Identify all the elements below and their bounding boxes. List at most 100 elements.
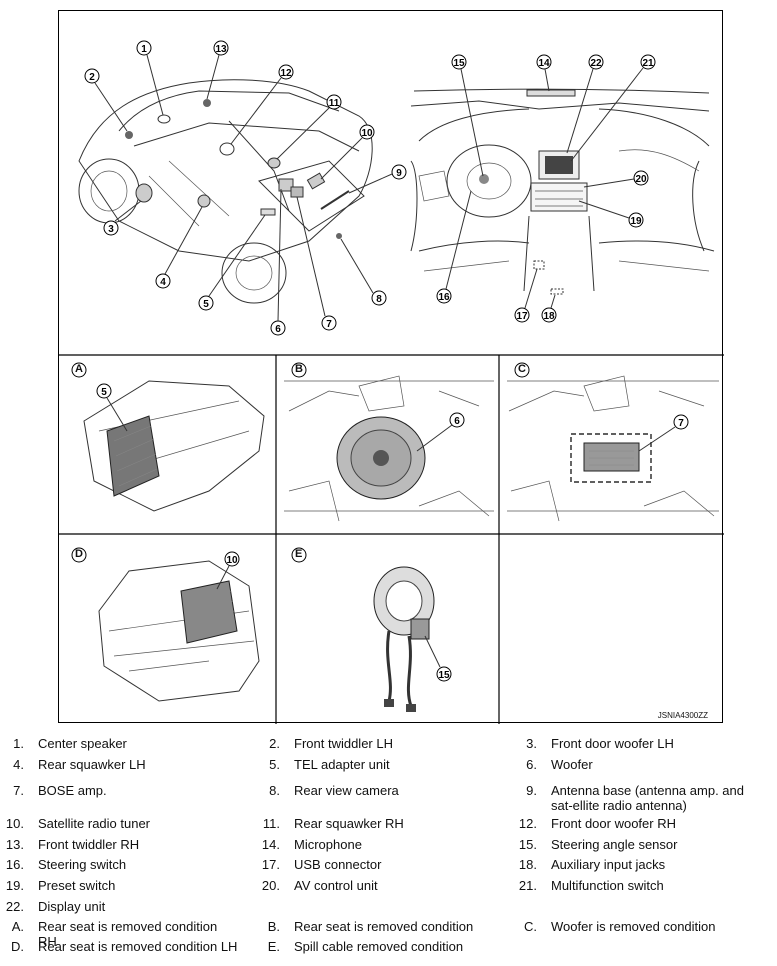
- legend-item-text: Rear squawker LH: [38, 757, 146, 772]
- legend-item-number: 8.: [269, 783, 280, 798]
- legend-item-text: Rear squawker RH: [294, 816, 404, 831]
- svg-text:5: 5: [203, 299, 209, 310]
- legend-item-number: A.: [11, 919, 24, 934]
- svg-text:17: 17: [516, 311, 528, 322]
- legend-item-text: Spill cable removed condition: [294, 939, 464, 954]
- svg-text:20: 20: [635, 174, 647, 185]
- legend-item-text: Front twiddler RH: [38, 837, 140, 852]
- legend-item-text: AV control unit: [294, 878, 378, 893]
- legend-item-number: C.: [524, 919, 537, 934]
- legend-item-text: Multifunction switch: [551, 878, 664, 893]
- legend-item-number: 18.: [518, 857, 537, 872]
- svg-text:8: 8: [376, 294, 382, 305]
- legend-item-text: TEL adapter unit: [294, 757, 390, 772]
- legend-item-text: Rear view camera: [294, 783, 399, 798]
- legend-item-text: Front door woofer LH: [551, 736, 674, 751]
- callout-2: 2: [84, 68, 128, 132]
- legend-item-number: 21.: [518, 878, 537, 893]
- svg-text:4: 4: [160, 277, 166, 288]
- callout-8: 8: [340, 238, 387, 306]
- callout-12: 12: [230, 64, 294, 145]
- svg-text:11: 11: [329, 98, 340, 109]
- legend-item-number: 2.: [269, 736, 280, 751]
- svg-text:14: 14: [538, 58, 550, 69]
- svg-text:9: 9: [396, 168, 402, 179]
- legend-item-text: Preset switch: [38, 878, 116, 893]
- panel-d-drawing: 10: [71, 547, 260, 702]
- panel-label-e: E: [295, 548, 303, 560]
- component-location-figure: 1 13 2 12 11 10 9 3 4 5 6 7 8: [58, 10, 724, 724]
- svg-text:15: 15: [453, 58, 465, 69]
- svg-text:7: 7: [326, 319, 332, 330]
- legend-item-text: Rear seat is removed condition LH: [38, 939, 238, 954]
- callout-21: 21: [570, 54, 656, 162]
- legend-item-number: 15.: [518, 837, 537, 852]
- legend-item-number: 14.: [261, 837, 280, 852]
- legend-item-number: 3.: [526, 736, 537, 751]
- legend-item-text: Steering angle sensor: [551, 837, 678, 852]
- callout-6: 6: [270, 188, 286, 336]
- panel-b-drawing: 6: [284, 362, 494, 522]
- panel-e-drawing: 15: [291, 547, 452, 712]
- legend-item-text: Antenna base (antenna amp. and sat-ellit…: [551, 783, 744, 813]
- callout-18: 18: [541, 294, 557, 323]
- figure-drawing: 1 13 2 12 11 10 9 3 4 5 6 7 8: [59, 40, 724, 724]
- legend-item-number: 6.: [526, 757, 537, 772]
- legend-item-number: 11.: [262, 816, 280, 831]
- vehicle-callouts: 1 13 2 12 11 10 9 3 4 5 6 7 8: [84, 40, 407, 336]
- legend-item-number: 12.: [518, 816, 537, 831]
- svg-text:5: 5: [101, 387, 107, 398]
- legend-item-text: Steering switch: [38, 857, 127, 872]
- vehicle-interior-drawing: [410, 88, 715, 295]
- legend-item-number: 10.: [5, 816, 24, 831]
- interior-callouts: 15 14 22 21 20 19 16 17 18: [436, 54, 656, 323]
- svg-text:7: 7: [678, 418, 684, 429]
- callout-5: 5: [198, 214, 266, 311]
- legend-item-text: USB connector: [294, 857, 382, 872]
- panel-label-a: A: [75, 363, 83, 375]
- svg-text:10: 10: [226, 555, 238, 566]
- callout-4: 4: [155, 206, 203, 289]
- legend-item-text: Woofer: [551, 757, 593, 772]
- legend-item-text: Rear seat is removed condition RH: [38, 919, 218, 949]
- panel-a-drawing: 5: [71, 362, 265, 512]
- legend-item-number: B.: [267, 919, 280, 934]
- legend-item-number: 4.: [13, 757, 24, 772]
- callout-20: 20: [583, 170, 649, 188]
- svg-text:15: 15: [438, 670, 450, 681]
- legend-item-text: Front door woofer RH: [551, 816, 676, 831]
- legend-item-number: 13.: [5, 837, 24, 852]
- legend-item-number: 9.: [526, 783, 537, 798]
- svg-text:3: 3: [108, 224, 114, 235]
- figure-code: JSNIA4300ZZ: [657, 711, 708, 720]
- callout-9: 9: [348, 164, 407, 194]
- legend-item-number: 22.: [5, 899, 24, 914]
- svg-text:10: 10: [361, 128, 373, 139]
- panel-label-b: B: [295, 363, 303, 375]
- legend-item-number: 17.: [261, 857, 280, 872]
- svg-text:18: 18: [543, 311, 555, 322]
- legend-item-text: Satellite radio tuner: [38, 816, 151, 831]
- callout-22: 22: [566, 54, 604, 154]
- panel-label-d: D: [75, 548, 83, 560]
- legend-item-text: Woofer is removed condition: [551, 919, 716, 934]
- svg-text:2: 2: [89, 72, 95, 83]
- svg-text:19: 19: [630, 216, 642, 227]
- legend-item-text: BOSE amp.: [38, 783, 107, 798]
- legend-item-number: D.: [11, 939, 24, 954]
- svg-text:6: 6: [454, 416, 460, 427]
- svg-text:12: 12: [280, 68, 292, 79]
- svg-text:16: 16: [438, 292, 450, 303]
- svg-text:22: 22: [590, 58, 602, 69]
- panel-label-c: C: [518, 363, 526, 375]
- svg-text:6: 6: [275, 324, 281, 335]
- svg-text:13: 13: [215, 44, 227, 55]
- callout-1: 1: [136, 40, 164, 116]
- svg-text:21: 21: [642, 58, 654, 69]
- legend-item-number: 16.: [5, 857, 24, 872]
- legend-item-number: E.: [267, 939, 280, 954]
- legend-item-number: 1.: [13, 736, 24, 751]
- legend-item-number: 7.: [13, 783, 24, 798]
- callout-3: 3: [103, 200, 142, 236]
- callout-13: 13: [206, 40, 229, 100]
